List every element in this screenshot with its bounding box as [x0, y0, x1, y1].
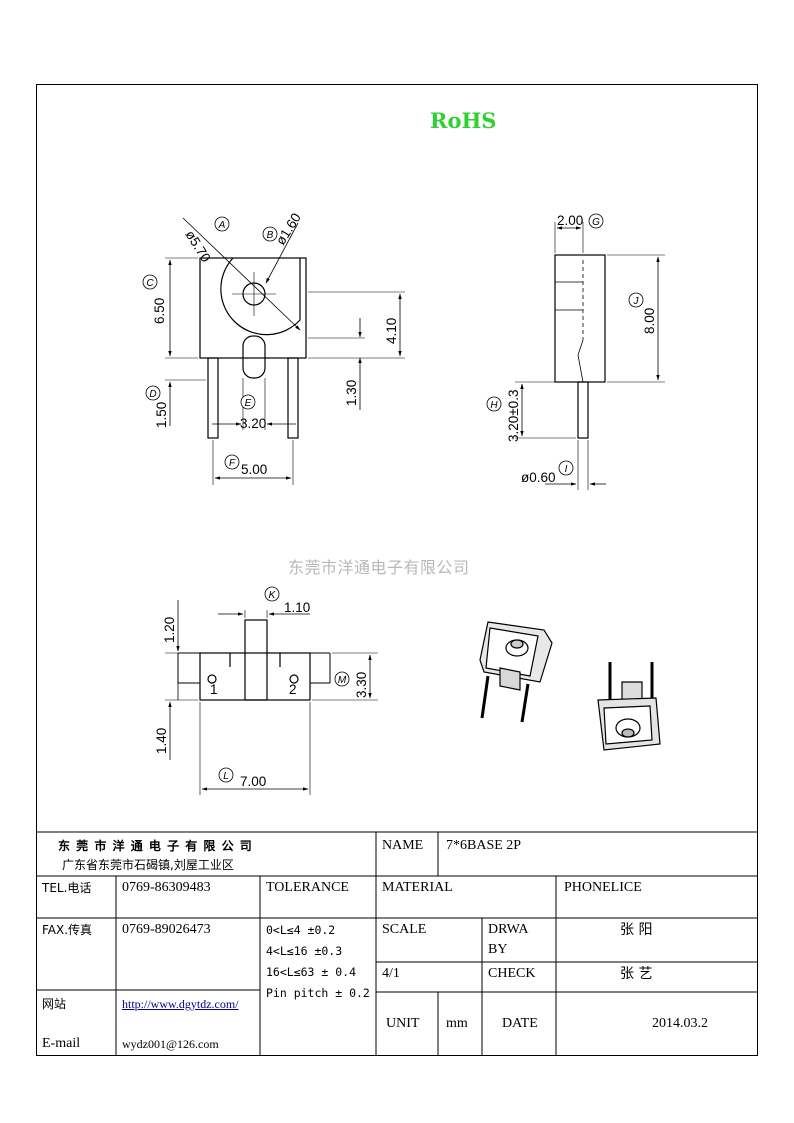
ref-circle-d: [145, 385, 161, 401]
ref-a: A: [218, 220, 226, 231]
email-label: E-mail: [42, 1036, 81, 1051]
watermark: 东莞市洋通电子有限公司: [288, 558, 470, 577]
bottom-view: [165, 600, 378, 795]
dimension-labels: ø5.70 ø1.60 6.50 1.50 3.20 5.00 4.10 1.3…: [152, 210, 657, 789]
dim-f: 5.00: [241, 462, 267, 477]
ref-d: D: [149, 389, 156, 400]
dim-d: 1.50: [154, 402, 169, 428]
dim-120: 1.20: [162, 617, 177, 643]
tolerance-line: Pin pitch ± 0.2: [266, 986, 370, 1000]
date-label: DATE: [502, 1016, 538, 1031]
ref-g: G: [592, 217, 600, 228]
ref-circle-m: [334, 671, 350, 687]
ref-circle-l: [218, 767, 234, 783]
front-round-recess: [220, 257, 301, 336]
side-pin: [577, 381, 589, 439]
bottom-key: [244, 619, 268, 701]
unit-label: UNIT: [386, 1016, 420, 1031]
dim-k: 1.10: [284, 600, 310, 615]
reference-letters: [142, 213, 644, 783]
dim-e: 3.20: [240, 416, 266, 431]
dim-c: 6.50: [152, 298, 167, 324]
iso-view-1: [479, 621, 553, 723]
side-view: [515, 222, 665, 490]
drawn-by-label: DRWA BY: [488, 922, 528, 957]
dim-410: 4.10: [384, 318, 399, 344]
dim-j: 8.00: [642, 308, 657, 334]
ref-circle-f: [224, 454, 240, 470]
side-body: [554, 254, 606, 383]
name-label: NAME: [382, 838, 424, 853]
material-value: PHONELICE: [564, 880, 642, 895]
pin-number-2: 2: [289, 682, 297, 697]
ref-m: M: [338, 675, 347, 686]
iso-view-2: [597, 662, 661, 751]
tolerance-line: 4<L≤16 ±0.3: [266, 944, 343, 958]
ref-circle-a: [214, 216, 230, 232]
ref-circle-k: [264, 586, 280, 602]
tolerance-label: TOLERANCE: [266, 880, 349, 895]
website-label: 网站: [42, 997, 67, 1011]
drawing-sheet-border: [36, 84, 758, 1056]
ref-circle-e: [240, 394, 256, 410]
dim-140: 1.40: [154, 728, 169, 754]
pin-hole-1: [207, 674, 217, 684]
ref-circle-b: [262, 226, 278, 242]
dim-g: 2.00: [557, 213, 583, 228]
website-link[interactable]: http://www.dgytdz.com/: [122, 997, 239, 1011]
tel-label: TEL.电话: [42, 881, 92, 895]
title-block-grid: [36, 831, 758, 1055]
dim-m: 3.30: [354, 672, 369, 698]
dim-phi-b: ø1.60: [273, 210, 304, 247]
pin-hole-2: [289, 674, 299, 684]
ref-f: F: [229, 458, 236, 469]
dim-i: ø0.60: [521, 470, 556, 485]
dim-l: 7.00: [240, 774, 266, 789]
ref-circle-g: [588, 213, 604, 229]
material-label: MATERIAL: [382, 880, 453, 895]
ref-circle-j: [628, 292, 644, 308]
date-value: 2014.03.2: [652, 1016, 708, 1031]
ref-l: L: [223, 771, 229, 782]
slot: [242, 335, 266, 379]
company-address: 广东省东莞市石碣镇,刘屋工业区: [62, 858, 234, 872]
tolerance-list: 0<L≤4 ±0.2 4<L≤16 ±0.3 16<L≤63 ± 0.4 Pin…: [266, 920, 378, 1004]
dim-phi-a: ø5.70: [182, 228, 213, 265]
company-name: 东 莞 市 洋 通 电 子 有 限 公 司: [58, 839, 253, 853]
ref-h: H: [490, 400, 498, 411]
rohs-mark: RoHS: [430, 108, 497, 133]
dim-130: 1.30: [344, 380, 359, 406]
front-view: [165, 217, 405, 485]
check-value: 张 艺: [620, 966, 653, 982]
ref-c: C: [146, 278, 154, 289]
ref-i: I: [565, 464, 568, 475]
ref-e: E: [245, 398, 252, 409]
drawn-by-value: 张 阳: [620, 922, 653, 938]
tel-value: 0769-86309483: [122, 880, 211, 895]
reference-letter-labels: A B C D E F G H I J K L M: [146, 217, 639, 782]
ref-j: J: [633, 296, 640, 307]
pin-left: [207, 357, 219, 439]
unit-value: mm: [446, 1016, 468, 1031]
email-value: wydz001@126.com: [122, 1037, 219, 1051]
tolerance-line: 0<L≤4 ±0.2: [266, 923, 336, 937]
ref-b: B: [267, 230, 274, 241]
dim-h: 3.20±0.3: [506, 390, 521, 442]
fax-label: FAX.传真: [42, 923, 93, 937]
ref-circle-h: [486, 396, 502, 412]
ref-circle-i: [558, 460, 574, 476]
front-body: [199, 257, 307, 359]
ref-k: K: [269, 590, 277, 601]
fax-value: 0769-89026473: [122, 922, 211, 937]
scale-value: 4/1: [382, 966, 400, 981]
tolerance-line: 16<L≤63 ± 0.4: [266, 965, 357, 979]
check-label: CHECK: [488, 966, 536, 981]
pin-right: [287, 357, 299, 439]
ref-circle-c: [142, 274, 158, 290]
pin-number-1: 1: [210, 682, 218, 697]
scale-label: SCALE: [382, 922, 427, 937]
name-value: 7*6BASE 2P: [446, 838, 522, 853]
